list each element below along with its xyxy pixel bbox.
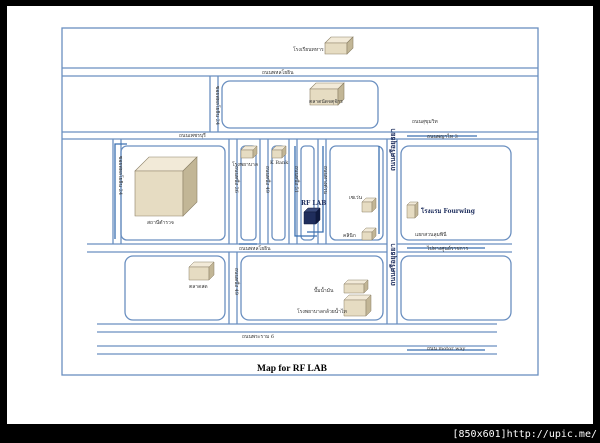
map-canvas: ถนนพหลโยธิน ถนนเพชรบุรี ถนนพหลโยธิน ถนนพ… <box>61 27 539 376</box>
label-right-vert-2: ถนนศรีอยุธยา <box>388 243 397 286</box>
block-big <box>120 145 226 241</box>
block-right <box>400 145 512 241</box>
label-upper-road: ถนนเพชรบุรี <box>179 132 206 139</box>
building-small-a <box>240 145 258 159</box>
label-upper-mid-building: ตลาดนัดจตุจักร <box>309 99 343 105</box>
arrow-rf-up <box>307 146 324 233</box>
building-bottom-left <box>188 261 215 281</box>
label-v8: ซอยพหลโยธิน 24 <box>117 156 124 195</box>
building-near-rf2 <box>361 227 377 241</box>
label-rf-lab: RF LAB <box>301 200 326 207</box>
building-upper-mid <box>309 82 345 106</box>
label-near-rf2: คลินิก <box>343 232 356 239</box>
block-a <box>240 145 257 241</box>
block-bottom-right <box>400 255 512 321</box>
label-mid-road: ถนนพหลโยธิน <box>239 245 271 252</box>
label-right-top: ถนนพญาไท 3 <box>427 133 458 140</box>
label-right-mid: แยกสวนลุมพินี <box>415 231 447 238</box>
building-bottom-mid-2 <box>343 294 372 317</box>
label-motorway: ถนน motor way <box>427 346 465 352</box>
arrow-left-down <box>114 143 127 239</box>
block-d <box>329 145 384 241</box>
label-top-building: โรงเรียนทหาร <box>293 46 324 53</box>
label-lower-road: ถนนพระราม 6 <box>242 334 274 340</box>
label-near-rf: เซเว่น <box>349 195 363 201</box>
label-v5: ถนนทางด่วน <box>322 166 328 194</box>
block-bottom-left <box>124 255 226 321</box>
building-top <box>324 36 354 55</box>
label-v7: ถนนหนึ่ง 49 <box>233 268 240 295</box>
label-v1: ซอยพหลโยธิน 24 <box>214 86 221 125</box>
building-right-hotel <box>406 201 419 219</box>
building-near-rf <box>361 197 377 213</box>
label-big-building: สถานีตำรวจ <box>147 219 174 226</box>
label-bottom-left: ตลาดสด <box>189 284 208 290</box>
building-bottom-mid-1 <box>343 279 369 294</box>
label-right-vert-1: ถนนศรีอยุธยา <box>388 128 397 171</box>
arrow-rf <box>294 146 317 237</box>
label-small-b: K Bank <box>270 160 289 166</box>
label-v2: ถนนหนึ่ง 26 <box>233 166 240 193</box>
map-page: ถนนพหลโยธิน ถนนเพชรบุรี ถนนพหลโยธิน ถนนพ… <box>7 6 593 424</box>
building-small-b <box>271 145 287 159</box>
watermark: [850x601]http://upic.me/ <box>450 427 600 443</box>
label-small-a: โรงพยาบาล <box>232 161 258 168</box>
building-rf-lab <box>303 207 321 225</box>
label-right-upper: ถนนสุขุมวิท <box>412 118 438 125</box>
label-v3: ถนนหนึ่ง 49 <box>264 166 271 193</box>
label-bottom-mid-2: โรงพยาบาลกล้วยน้ำไท <box>297 306 347 315</box>
map-title: Map for RF LAB <box>257 364 328 374</box>
label-v4: ถนนหนึ่ง 51 <box>293 166 300 193</box>
block-bottom-mid <box>240 255 384 321</box>
label-top-road: ถนนพหลโยธิน <box>262 69 294 76</box>
label-right-hotel: โรงแรม Fourwing <box>420 207 476 215</box>
block-c <box>300 145 315 241</box>
map-frame <box>61 27 539 376</box>
label-right-sign: ไปทางศูนย์ราชการ <box>426 245 468 252</box>
block-top-mid <box>221 80 379 129</box>
label-bottom-mid-1: ปั๊มน้ำมัน <box>314 285 334 294</box>
building-big <box>134 156 198 217</box>
